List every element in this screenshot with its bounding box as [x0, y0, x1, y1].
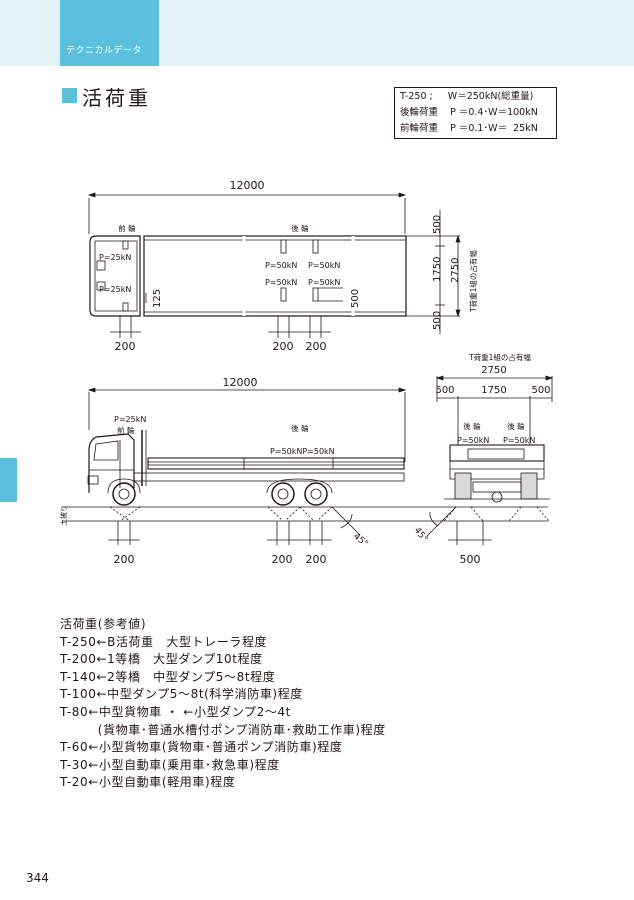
plan-rear-load-3: P=50kN: [265, 278, 297, 287]
plan-dim-1750: 1750: [432, 257, 443, 282]
page-number: 344: [26, 871, 49, 885]
page-title: 活荷重: [82, 86, 151, 110]
spec-line: 後輪荷重 P ＝0.4･W＝100kN: [400, 107, 538, 118]
reference-line: T-100←中型ダンプ5～8t(科学消防車)程度: [60, 687, 303, 702]
rear-wheel-label-1: 後 輪: [463, 421, 481, 431]
side-dim-bottom-2: 200: [272, 553, 293, 566]
rear-dim-1750: 1750: [481, 385, 506, 396]
plan-dim-bottom-3: 200: [306, 340, 327, 353]
side-dim-bottom-3: 200: [306, 553, 327, 566]
reference-line: T-60←小型貨物車(貨物車･普通ポンプ消防車)程度: [60, 740, 343, 755]
side-soil-label: 土被り: [59, 505, 68, 526]
plan-rear-load-1: P=50kN: [265, 261, 297, 270]
title-marker: [62, 88, 77, 103]
load-diagram: 12000 前 輪 後 輪 P=25kN P=25kN P=50kN P=50k…: [59, 179, 554, 566]
plan-dim-bottom-2: 200: [273, 340, 294, 353]
plan-rear-wheel-label: 後 輪: [291, 223, 309, 233]
rear-dim-500-right: 500: [531, 385, 550, 396]
reference-line: T-80←中型貨物車 ・ ←小型ダンプ2～4t: [60, 704, 291, 719]
reference-values: 活荷重(参考値) T-250←B活荷重 大型トレーラ程度 T-200←1等橋 大…: [60, 616, 386, 792]
reference-line: T-250←B活荷重 大型トレーラ程度: [60, 634, 268, 649]
plan-dim-500-inner: 500: [350, 289, 361, 308]
plan-dim-500-bottom: 500: [432, 311, 443, 330]
spec-line: 前輪荷重 P ＝0.1･W＝ 25kN: [400, 123, 538, 134]
rear-dim-500-left: 500: [435, 385, 454, 396]
side-rear-loads: P=50kNP=50kN: [270, 447, 335, 456]
side-front-wheel-label: 前 輪: [117, 425, 135, 435]
section-tab: [60, 0, 159, 66]
rear-angle: 45°: [412, 526, 430, 545]
reference-line: T-30←小型自動車(乗用車･救急車)程度: [60, 757, 280, 772]
side-view: 12000 P=25kN 前 輪 後 輪 P=50kNP=50kN 土被り: [59, 376, 548, 566]
plan-front-wheel-label: 前 輪: [118, 223, 136, 233]
reference-line: 活荷重(参考値): [60, 617, 147, 631]
plan-rear-load-4: P=50kN: [308, 278, 340, 287]
plan-length-label: 12000: [230, 179, 265, 192]
side-front-load: P=25kN: [114, 415, 146, 424]
plan-dim-125: 125: [152, 289, 163, 308]
spec-box: T-250 ; W＝250kN(総重量) 後輪荷重 P ＝0.4･W＝100kN…: [394, 87, 557, 139]
spec-line: T-250 ; W＝250kN(総重量): [400, 91, 534, 102]
rear-load-1: P=50kN: [457, 436, 489, 445]
side-length-label: 12000: [223, 376, 258, 389]
rear-wheel-label-2: 後 輪: [507, 421, 525, 431]
reference-line: T-200←1等橋 大型ダンプ10t程度: [60, 652, 263, 667]
plan-dim-500-top: 500: [432, 215, 443, 234]
side-index-tab: [0, 458, 17, 502]
reference-line: T-140←2等橋 中型ダンプ5～8t程度: [60, 669, 276, 684]
section-tab-label: テクニカルデータ: [66, 46, 143, 56]
reference-line: (貨物車･普通水槽付ポンプ消防車･救助工作車)程度: [60, 722, 386, 737]
rear-dim-2750: 2750: [481, 365, 506, 376]
side-rear-wheel-label: 後 輪: [291, 423, 309, 433]
plan-front-load-2: P=25kN: [99, 285, 131, 294]
side-angle-1: 45°: [351, 532, 370, 550]
plan-view: 12000 前 輪 後 輪 P=25kN P=25kN P=50kN P=50k…: [87, 179, 478, 353]
rear-load-2: P=50kN: [503, 436, 535, 445]
plan-front-load-1: P=25kN: [99, 253, 131, 262]
rear-view: T荷重1組の占有幅 2750 500 1750 500 後 輪 後 輪 P=50…: [412, 352, 554, 566]
reference-line: T-20←小型自動車(軽用車)程度: [60, 775, 236, 790]
plan-dim-2750: 2750: [450, 258, 461, 283]
rear-dim-bottom: 500: [460, 553, 481, 566]
plan-rear-load-2: P=50kN: [308, 261, 340, 270]
rear-occupied-width-label: T荷重1組の占有幅: [468, 352, 531, 362]
plan-dim-bottom-1: 200: [115, 340, 136, 353]
side-dim-bottom-1: 200: [114, 553, 135, 566]
plan-occupied-width-label: T荷重1組の占有幅: [468, 250, 478, 313]
